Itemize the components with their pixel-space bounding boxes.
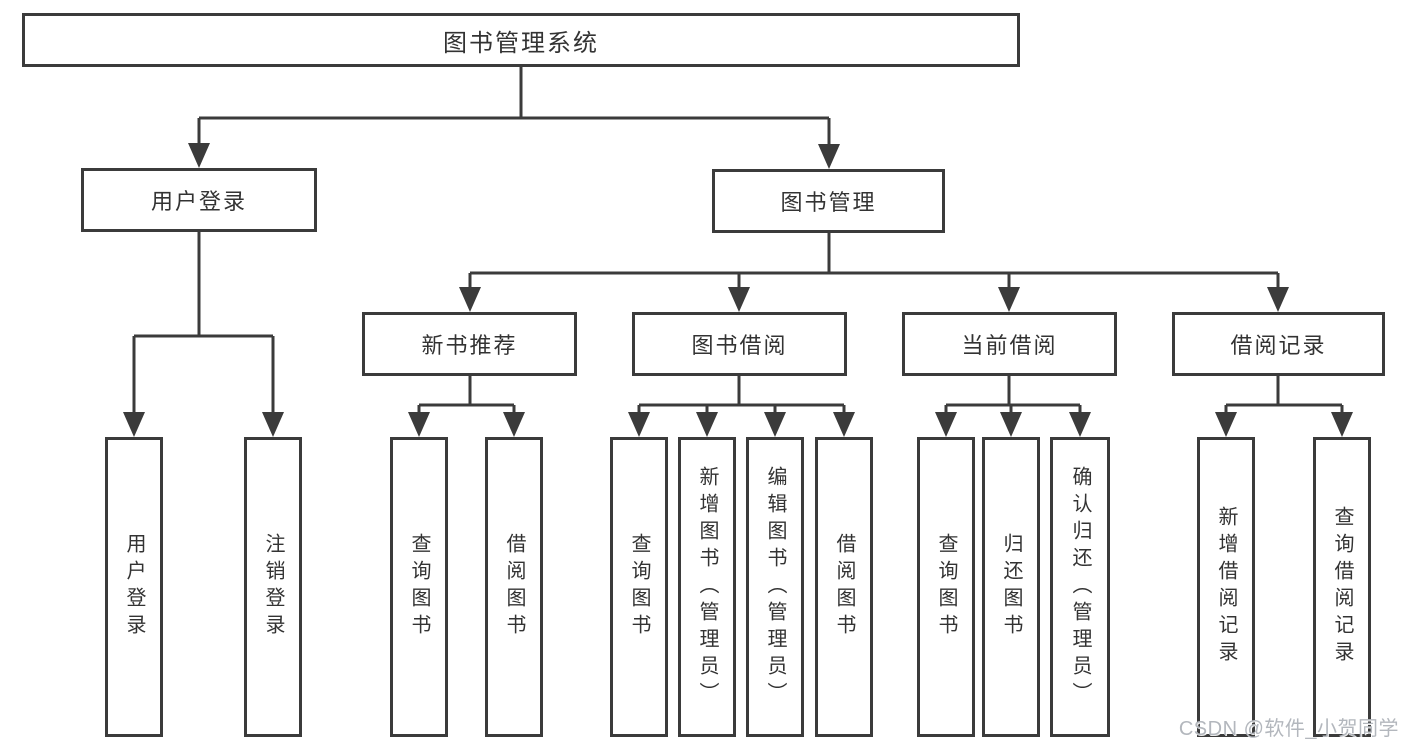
leaf-recommendation-query-books: 查询图书 [390,437,448,737]
leaf-recommendation-borrow-books: 借阅图书 [485,437,543,737]
connector-borrowing-children [637,376,846,417]
arrowheads-book-management-children [459,287,1289,312]
node-label: 图书借阅 [691,333,788,358]
arrowheads-recommendation-children [408,412,525,437]
node-current-borrowing: 当前借阅 [902,312,1117,376]
leaf-current-query-books: 查询图书 [917,437,975,737]
leaf-label: 新增借阅记录 [1215,506,1237,668]
node-borrowing-records: 借阅记录 [1172,312,1385,376]
node-user-login: 用户登录 [81,168,317,232]
leaf-borrowing-query-books: 查询图书 [610,437,668,737]
arrowheads-current-borrowing-children [935,412,1091,437]
node-library-management-system: 图书管理系统 [22,13,1020,67]
leaf-borrowing-borrow-books: 借阅图书 [815,437,873,737]
leaf-borrowing-edit-books-admin: 编辑图书（管理员） [746,437,804,737]
leaf-records-query-record: 查询借阅记录 [1313,437,1371,737]
node-label: 图书管理系统 [443,29,599,57]
leaf-current-confirm-return-admin: 确认归还（管理员） [1050,437,1110,737]
leaf-label: 查询图书 [628,533,650,641]
leaf-label: 确认归还（管理员） [1069,465,1091,709]
node-label: 借阅记录 [1230,333,1327,358]
leaf-label: 用户登录 [123,533,145,641]
leaf-label: 查询图书 [408,533,430,641]
node-label: 新书推荐 [421,333,518,358]
leaf-label: 借阅图书 [833,533,855,641]
leaf-user-login: 用户登录 [105,437,163,737]
connector-book-management-children [468,233,1280,292]
node-label: 当前借阅 [961,333,1058,358]
arrowheads-user-login-children [123,412,284,437]
connector-recommendation-children [417,376,516,417]
connector-user-login-children [132,232,275,417]
node-label: 图书管理 [780,190,877,215]
leaf-label: 归还图书 [1000,533,1022,641]
leaf-logout: 注销登录 [244,437,302,737]
arrowheads-root-to-level2 [188,143,840,169]
leaf-label: 借阅图书 [503,533,525,641]
leaf-label: 新增图书（管理员） [696,465,718,709]
node-new-book-recommendation: 新书推荐 [362,312,577,376]
leaf-label: 注销登录 [262,533,284,641]
arrowheads-records-children [1215,412,1353,437]
leaf-borrowing-add-books-admin: 新增图书（管理员） [678,437,736,737]
leaf-label: 查询图书 [935,533,957,641]
connector-root-to-level2 [197,67,831,149]
leaf-label: 查询借阅记录 [1331,506,1353,668]
node-book-borrowing: 图书借阅 [632,312,847,376]
leaf-label: 编辑图书（管理员） [764,465,786,709]
leaf-current-return-books: 归还图书 [982,437,1040,737]
arrowheads-borrowing-children [628,412,855,437]
leaf-records-add-record: 新增借阅记录 [1197,437,1255,737]
connector-records-children [1224,376,1344,417]
node-book-management: 图书管理 [712,169,945,233]
connector-current-borrowing-children [944,376,1082,417]
node-label: 用户登录 [150,189,247,214]
